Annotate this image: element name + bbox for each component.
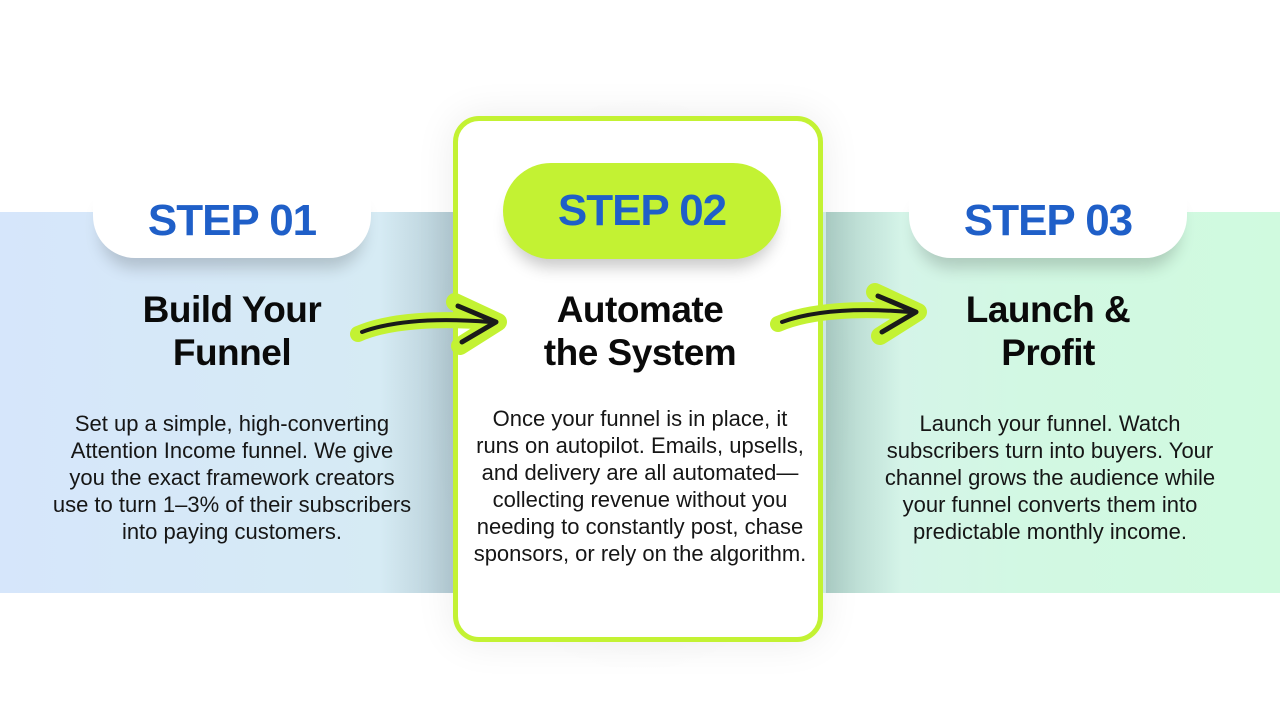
- step-02-description: Once your funnel is in place, it runs on…: [473, 406, 807, 566]
- step-03-label: STEP 03: [963, 196, 1133, 245]
- step-03-title: Launch & Profit: [898, 288, 1198, 374]
- step-03-label-pill: STEP 03: [909, 154, 1187, 258]
- band-shadow-left: [380, 212, 456, 593]
- step-02-label-pill: STEP 02: [503, 163, 781, 259]
- step-01-title: Build Your Funnel: [82, 288, 382, 374]
- step-03-title-line-1: Launch &: [965, 289, 1131, 330]
- step-01-label: STEP 01: [147, 196, 317, 245]
- step-01-label-pill: STEP 01: [93, 154, 371, 258]
- step-03-title-line-2: Profit: [1001, 332, 1095, 373]
- step-01-title-line-1: Build Your: [142, 289, 322, 330]
- hand-drawn-arrow-right-icon: [770, 283, 927, 345]
- step-03-description: Launch your funnel. Watch subscribers tu…: [884, 411, 1216, 544]
- band-shadow-right: [826, 212, 902, 593]
- step-01-title-line-2: Funnel: [172, 332, 292, 373]
- step-02-title-line-1: Automate: [556, 289, 724, 330]
- hand-drawn-arrow-right-icon: [350, 293, 507, 355]
- step-02-label: STEP 02: [557, 186, 727, 235]
- step-01-description: Set up a simple, high-converting Attenti…: [52, 411, 412, 544]
- step-02-title-line-2: the System: [543, 332, 737, 373]
- step-02-title: Automate the System: [490, 288, 790, 374]
